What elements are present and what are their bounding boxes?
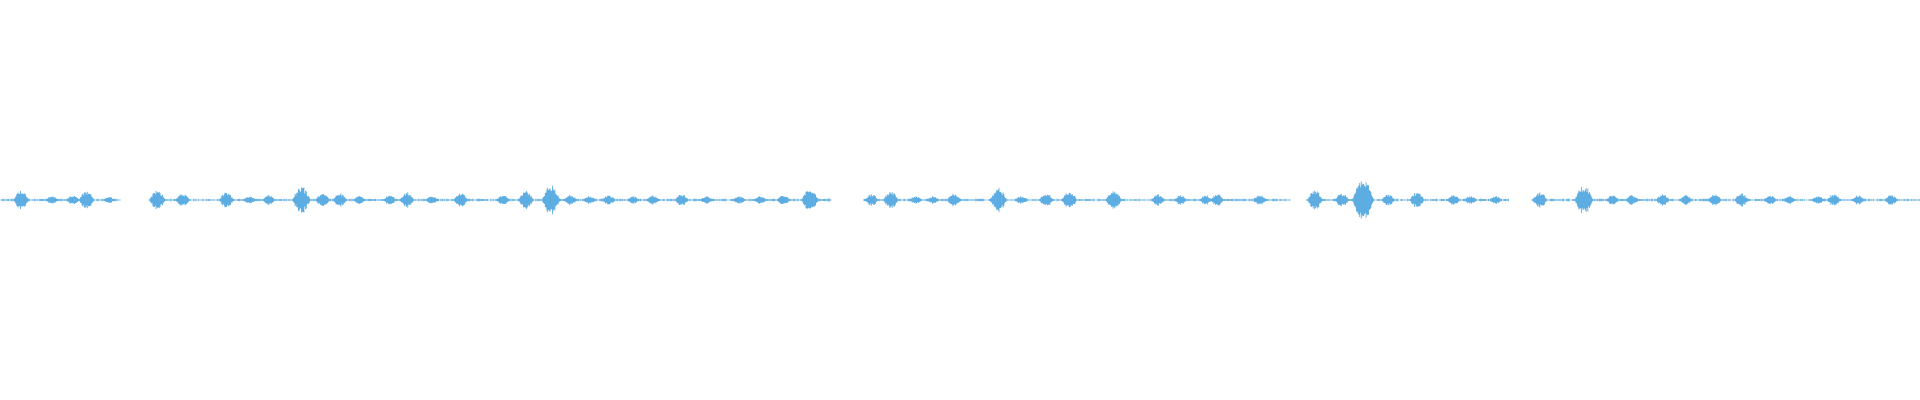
waveform-burst bbox=[1531, 192, 1549, 208]
waveform-burst bbox=[1380, 194, 1396, 206]
waveform-burst bbox=[1850, 195, 1867, 205]
waveform-burst bbox=[673, 195, 689, 205]
waveform-burst bbox=[1488, 196, 1503, 204]
waveform-burst bbox=[1733, 193, 1750, 207]
waveform-burst bbox=[1251, 195, 1268, 205]
waveform-burst bbox=[1209, 194, 1225, 206]
waveform-burst bbox=[908, 196, 923, 204]
waveform-burst bbox=[1445, 195, 1462, 205]
waveform-burst bbox=[626, 196, 641, 204]
waveform-burst bbox=[1678, 195, 1694, 205]
waveform-burst bbox=[1351, 181, 1375, 219]
waveform-burst bbox=[775, 195, 791, 205]
waveform-burst bbox=[398, 192, 415, 208]
waveform-burst bbox=[1173, 195, 1189, 205]
waveform-burst bbox=[1013, 196, 1029, 204]
waveform-burst bbox=[351, 196, 367, 204]
waveform-burst bbox=[148, 190, 167, 210]
waveform-burst bbox=[174, 194, 191, 206]
waveform-layer bbox=[0, 181, 1920, 219]
waveform-burst bbox=[1883, 195, 1899, 205]
waveform-burst bbox=[699, 196, 714, 204]
waveform-burst bbox=[863, 194, 880, 206]
waveform-burst bbox=[1762, 195, 1778, 205]
waveform-burst bbox=[946, 193, 963, 207]
waveform-burst bbox=[731, 196, 747, 204]
waveform-burst bbox=[645, 195, 661, 205]
waveform-burst bbox=[882, 191, 900, 209]
waveform-burst bbox=[1104, 191, 1123, 209]
waveform-burst bbox=[495, 196, 511, 204]
waveform-burst bbox=[314, 193, 331, 207]
waveform-burst bbox=[452, 193, 469, 207]
waveform-burst bbox=[1149, 194, 1166, 206]
waveform-burst bbox=[261, 195, 277, 205]
waveform-burst bbox=[1060, 192, 1078, 208]
waveform-burst bbox=[102, 197, 116, 203]
waveform-burst bbox=[44, 196, 59, 204]
waveform-burst bbox=[1706, 194, 1722, 206]
waveform-burst bbox=[1624, 195, 1640, 205]
waveform-burst bbox=[988, 188, 1008, 212]
waveform-burst bbox=[562, 195, 578, 205]
waveform-burst bbox=[1038, 194, 1055, 206]
waveform-burst bbox=[218, 192, 235, 208]
waveform-burst bbox=[242, 196, 257, 204]
waveform-burst bbox=[800, 191, 820, 209]
waveform-burst bbox=[1825, 194, 1841, 206]
waveform-burst bbox=[1408, 193, 1426, 207]
waveform-burst bbox=[291, 187, 311, 213]
waveform-burst bbox=[581, 196, 597, 204]
waveform-burst bbox=[1333, 194, 1350, 206]
waveform-burst bbox=[752, 196, 768, 204]
waveform-burst bbox=[600, 195, 617, 205]
waveform-burst bbox=[424, 196, 440, 204]
waveform-burst bbox=[1306, 190, 1324, 210]
waveform-burst bbox=[1781, 196, 1797, 204]
waveform-burst bbox=[1463, 196, 1478, 204]
waveform-burst bbox=[331, 193, 348, 207]
waveform-burst bbox=[925, 196, 941, 204]
waveform-burst bbox=[540, 185, 561, 215]
waveform-burst bbox=[1573, 186, 1594, 214]
waveform-burst bbox=[382, 195, 398, 205]
waveform-burst bbox=[12, 190, 30, 210]
waveform-burst bbox=[517, 191, 535, 209]
waveform-burst bbox=[1654, 194, 1671, 206]
waveform-burst bbox=[1605, 195, 1621, 205]
waveform-burst bbox=[1810, 196, 1826, 204]
waveform-burst bbox=[77, 191, 95, 209]
